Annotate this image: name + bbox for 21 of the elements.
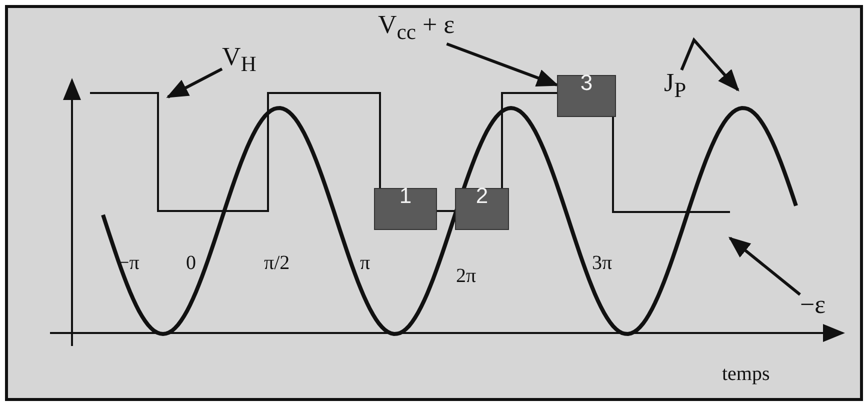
marker-block	[455, 188, 509, 230]
phase-label: π/2	[264, 253, 290, 273]
phase-label: 0	[186, 253, 196, 273]
callout-label: V$_{cc}$ + ε	[378, 12, 455, 44]
marker-block	[374, 188, 437, 230]
callout-label: V$_{H}$	[222, 44, 256, 76]
block-number: 3	[580, 72, 593, 94]
phase-label: 3π	[592, 253, 612, 273]
leader-arrow	[446, 42, 559, 86]
phase-label: π	[360, 253, 370, 273]
callout-label: −ε	[800, 292, 826, 318]
marker-block	[557, 75, 616, 117]
phase-label: −π	[118, 253, 140, 273]
leader-arrow	[166, 68, 223, 98]
block-number: 1	[399, 185, 412, 207]
block-number: 2	[476, 185, 488, 207]
axis-label: temps	[722, 364, 770, 384]
callout-label: J$_{P}$	[664, 70, 686, 102]
leader-arrow	[728, 236, 801, 296]
phase-label: 2π	[456, 266, 476, 286]
leader-arrow	[680, 37, 740, 92]
